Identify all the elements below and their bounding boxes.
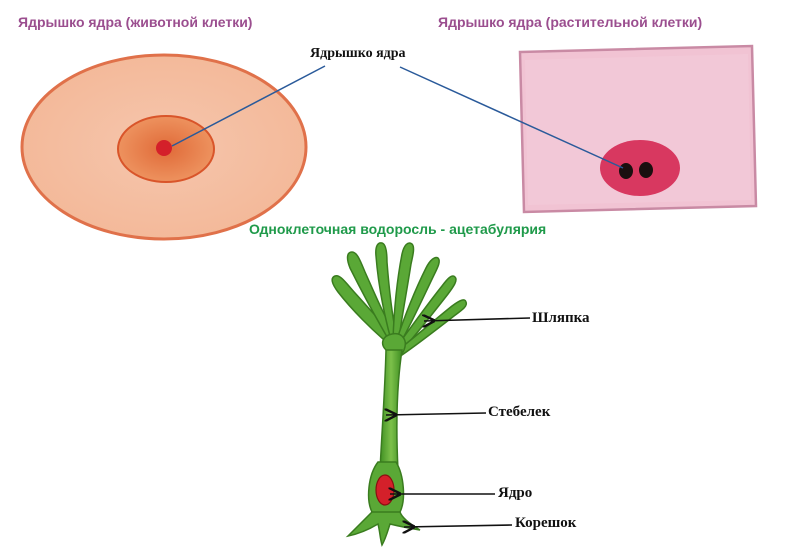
plant-nucleolus-left <box>619 163 633 179</box>
animal-cell <box>22 55 306 239</box>
title-plant-cell: Ядрышко ядра (растительной клетки) <box>438 14 702 30</box>
label-cap: Шляпка <box>532 310 590 327</box>
arrow-rootlet <box>404 525 512 527</box>
label-stalk: Стебелек <box>488 404 550 421</box>
animal-nucleolus <box>156 140 172 156</box>
acetabularia-stalk <box>380 350 402 470</box>
acetabularia-nucleus <box>376 475 394 505</box>
title-acetabularia: Одноклеточная водоросль - ацетабулярия <box>249 221 546 237</box>
plant-nucleolus-right <box>639 162 653 178</box>
plant-cell <box>520 46 756 212</box>
acetabularia-cap <box>332 243 466 357</box>
label-nucleolus: Ядрышко ядра <box>310 46 406 62</box>
acetabularia-rootlet <box>348 512 420 545</box>
arrow-stalk <box>386 413 486 415</box>
acetabularia <box>332 243 466 545</box>
label-nucleus: Ядро <box>498 485 532 502</box>
label-rootlet: Корешок <box>515 515 576 532</box>
title-animal-cell: Ядрышко ядра (животной клетки) <box>18 14 252 30</box>
